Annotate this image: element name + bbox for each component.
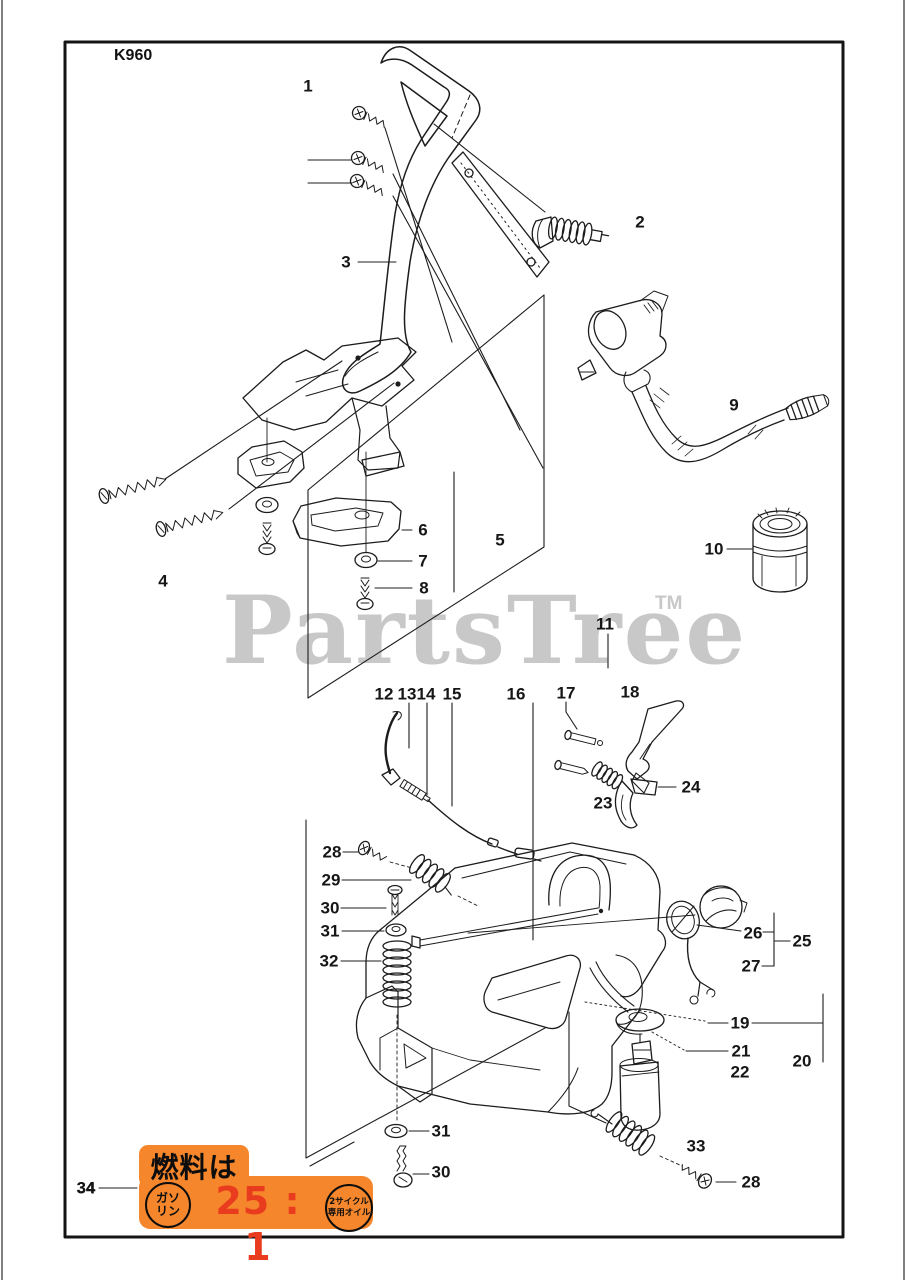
fuel-mix-sticker: 燃料は ガソ リン 25 : 1 2サイクル 専用オイル — [139, 1145, 373, 1269]
part-callout-31: 31 — [431, 1121, 451, 1141]
part-callout-27: 27 — [741, 956, 761, 976]
damper-screws-springs-left-drawing — [357, 840, 479, 1123]
big-spring-32 — [382, 940, 412, 1008]
part-callout-4: 4 — [158, 571, 168, 591]
part-callout-30: 30 — [320, 898, 340, 918]
fuel-cap-assembly-drawing — [666, 885, 748, 1005]
fuel-mix-sticker-tab: 燃料は — [139, 1145, 249, 1187]
gasoline-line1: ガソ — [155, 1190, 180, 1205]
front-handle-drawing — [341, 46, 481, 394]
part-callout-11: 11 — [596, 614, 614, 634]
fuel-filter-assembly-drawing — [615, 1008, 665, 1131]
part-callout-24: 24 — [681, 777, 701, 797]
part-callout-31: 31 — [320, 921, 340, 941]
part-callout-32: 32 — [319, 951, 339, 971]
handle-screws-drawing — [349, 105, 385, 197]
handle-clamp-bar-drawing — [451, 151, 550, 278]
part-callout-29: 29 — [321, 870, 341, 890]
part-callout-16: 16 — [506, 684, 526, 704]
part-callout-18: 18 — [620, 682, 640, 702]
part-callout-13: 13 — [397, 684, 417, 704]
part-callout-28: 28 — [322, 842, 342, 862]
part-callout-10: 10 — [704, 539, 724, 559]
throttle-cable-drawing — [381, 711, 542, 862]
watermark-text: PartsTree — [222, 576, 748, 686]
part-callout-2: 2 — [635, 212, 645, 232]
part-callout-28: 28 — [741, 1172, 761, 1192]
part-callout-22: 22 — [730, 1062, 750, 1082]
fuel-tank-handle-drawing — [355, 842, 667, 1115]
throttle-trigger-assembly-drawing — [554, 700, 685, 829]
part-callout-20: 20 — [792, 1051, 812, 1071]
oil-line1: 2サイクル — [329, 1197, 369, 1208]
gasoline-line2: リン — [155, 1204, 180, 1218]
watermark-tm: TM — [655, 593, 683, 614]
page-border — [63, 40, 845, 1239]
part-callout-3: 3 — [341, 252, 351, 272]
part-callout-34: 34 — [76, 1178, 96, 1198]
gasoline-circle: ガソ リン — [145, 1182, 191, 1228]
mount-bracket-assembly-drawing — [237, 337, 417, 611]
water-hose-assembly-drawing — [577, 290, 830, 463]
mix-ratio: 25 : 1 — [215, 1179, 301, 1269]
bottom-spring-screw-drawing — [590, 1109, 713, 1189]
vibration-damper-spring-drawing — [531, 216, 610, 249]
part-callout-15: 15 — [442, 684, 462, 704]
page-number: 34 — [77, 1180, 95, 1197]
part-callout-5: 5 — [495, 530, 505, 550]
panel-outlines — [305, 294, 546, 1167]
part-callout-21: 21 — [731, 1041, 751, 1061]
part-callout-17: 17 — [556, 683, 576, 703]
long-screws-drawing — [98, 476, 224, 537]
part-callout-7: 7 — [418, 551, 428, 571]
part-callout-1: 1 — [303, 76, 313, 96]
part-callout-8: 8 — [419, 578, 429, 598]
part-callout-6: 6 — [418, 520, 428, 540]
bottom-screw-washer-drawing — [384, 1123, 413, 1188]
part-callout-9: 9 — [729, 395, 739, 415]
hose-coupling-drawing — [752, 507, 808, 593]
model-label: K960 — [114, 47, 153, 64]
part-callout-19: 19 — [730, 1013, 750, 1033]
partstree-watermark: PartsTree TM — [222, 584, 747, 678]
part-callout-33: 33 — [686, 1136, 706, 1156]
two-stroke-oil-circle: 2サイクル 専用オイル — [325, 1184, 373, 1232]
part-callout-26: 26 — [743, 923, 763, 943]
part-callout-12: 12 — [374, 684, 394, 704]
leader-lines — [98, 123, 824, 1189]
part-callout-30: 30 — [431, 1162, 451, 1182]
part-callout-25: 25 — [792, 931, 812, 951]
oil-line2: 専用オイル — [327, 1208, 371, 1218]
part-callout-23: 23 — [593, 793, 613, 813]
part-callout-14: 14 — [416, 684, 436, 704]
fuel-title: 燃料は — [150, 1151, 238, 1184]
